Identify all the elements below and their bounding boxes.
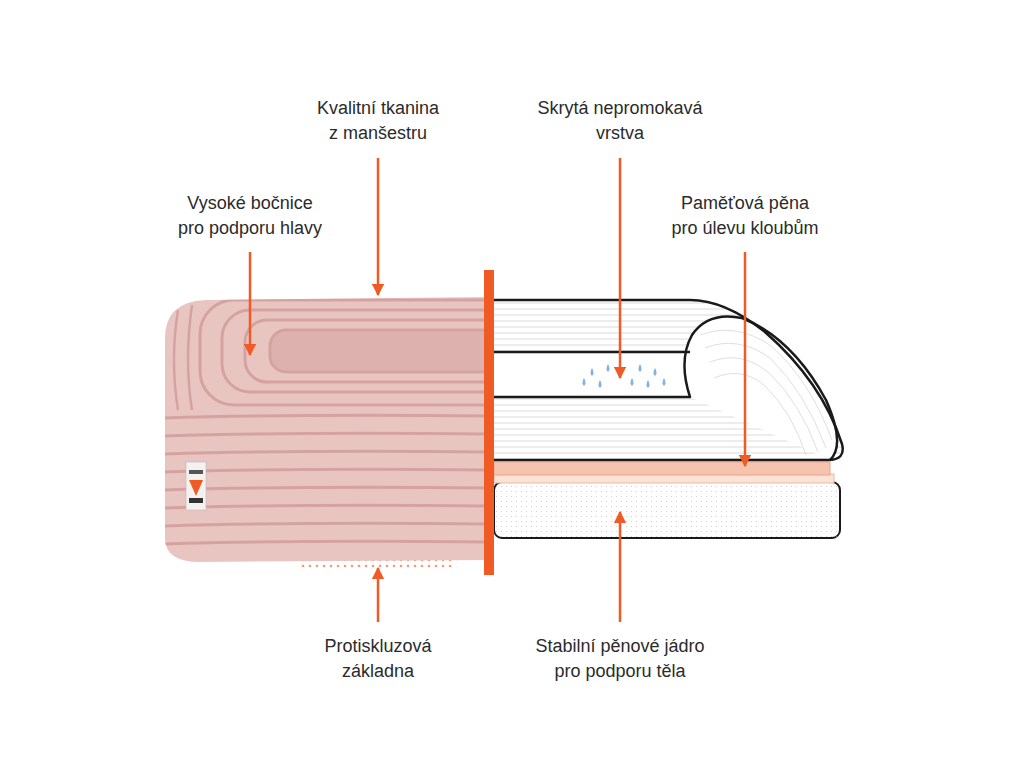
callout-label: Kvalitní tkanina z manšestru [314, 96, 443, 146]
divider-bar [484, 270, 494, 575]
callout-label: Skrytá nepromokavá vrstva [536, 96, 705, 146]
callout-label: Protiskluzová základna [321, 634, 435, 684]
cross-section [494, 300, 843, 538]
leader-arrows [250, 158, 745, 622]
callout-label: Stabilní pěnové jádro pro podporu těla [532, 634, 708, 684]
callout-label: Vysoké bočnice pro podporu hlavy [175, 191, 326, 241]
callout-label: Paměťová pěna pro úlevu kloubům [668, 191, 822, 241]
